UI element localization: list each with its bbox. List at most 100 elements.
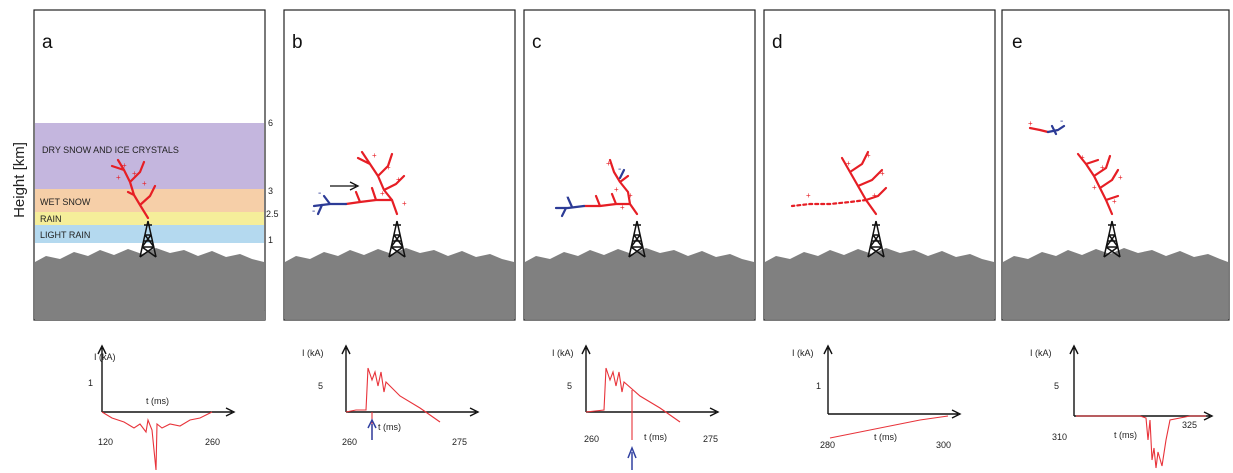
current-c-ytick: 5 [567, 381, 572, 391]
ground-e [1003, 248, 1228, 319]
ground-b [285, 248, 514, 319]
layer-wet-snow [35, 189, 264, 212]
height-tick-1: 1 [268, 235, 273, 245]
current-a-tend: 260 [205, 437, 220, 447]
ground-d [765, 248, 994, 319]
current-a-axes [97, 344, 236, 417]
panel-d-letter: d [772, 32, 783, 53]
leader-b-positive [344, 150, 406, 216]
svg-text:-: - [618, 164, 621, 175]
svg-text:+: + [880, 169, 885, 178]
current-c-tstart: 260 [584, 434, 599, 444]
current-a-ytick: 1 [88, 378, 93, 388]
layer-dry-snow-label: DRY SNOW AND ICE CRYSTALS [42, 145, 179, 155]
leader-e-detached-positive [1028, 126, 1050, 134]
current-d-tstart: 280 [820, 440, 835, 450]
height-tick-6: 6 [268, 118, 273, 128]
panel-b: b [283, 9, 516, 321]
svg-text:+: + [620, 203, 625, 212]
current-e-tstart: 310 [1052, 432, 1067, 442]
current-b-ytick: 5 [318, 381, 323, 391]
current-b-tstart: 260 [342, 437, 357, 447]
height-axis-label: Height [km] [11, 142, 28, 218]
current-a-ylabel: I (kA) [94, 352, 116, 362]
svg-text:+: + [1092, 183, 1097, 192]
leader-d-dashed [790, 198, 868, 208]
svg-text:+: + [846, 159, 851, 168]
current-e-xlabel: t (ms) [1114, 430, 1137, 440]
layer-rain-label: RAIN [40, 214, 62, 224]
current-c-axes [581, 344, 720, 417]
leader-d-positive [840, 150, 888, 216]
current-a-xlabel: t (ms) [146, 396, 169, 406]
current-d-tend: 300 [936, 440, 951, 450]
svg-text:+: + [872, 191, 877, 200]
svg-text:+: + [396, 175, 401, 184]
negative-charges: ----- [312, 116, 1063, 217]
svg-text:-: - [566, 192, 569, 203]
leader-e-positive [1076, 152, 1120, 216]
current-d-trace [829, 415, 949, 439]
panel-a-letter: a [42, 32, 53, 53]
leader-c-positive [582, 158, 639, 216]
current-b-tend: 275 [452, 437, 467, 447]
current-e-trace [1076, 415, 1206, 469]
svg-text:+: + [386, 163, 391, 172]
height-tick-2-5: 2.5 [266, 209, 279, 219]
ground-c [525, 248, 754, 319]
current-a-trace [101, 411, 213, 471]
ground-a-body [35, 262, 264, 319]
layer-light-rain [35, 225, 264, 243]
height-tick-3: 3 [268, 186, 273, 196]
panel-e: e [1001, 9, 1230, 321]
layer-rain [35, 212, 264, 225]
current-c-trace [585, 367, 681, 440]
svg-text:+: + [402, 199, 407, 208]
current-e-axes [1069, 344, 1214, 421]
panel-c: c [523, 9, 756, 321]
layer-light-rain-label: LIGHT RAIN [40, 230, 90, 240]
current-e-tend: 325 [1182, 420, 1197, 430]
current-a-tstart: 120 [98, 437, 113, 447]
current-plot-c: I (kA) 5 t (ms) 260 275 [552, 344, 720, 470]
current-e-ytick: 5 [1054, 381, 1059, 391]
svg-text:+: + [1100, 163, 1105, 172]
current-d-ylabel: I (kA) [792, 348, 814, 358]
current-b-ylabel: I (kA) [302, 348, 324, 358]
svg-text:-: - [312, 206, 315, 217]
leader-b-negative [312, 194, 348, 216]
svg-text:+: + [614, 185, 619, 194]
current-c-ylabel: I (kA) [552, 348, 574, 358]
panel-e-letter: e [1012, 32, 1023, 53]
panel-a: DRY SNOW AND ICE CRYSTALS WET SNOW RAIN … [33, 9, 279, 321]
current-plot-e: I (kA) 5 t (ms) 310 325 [1030, 344, 1214, 469]
svg-text:+: + [142, 179, 147, 188]
positive-charges: ++++ +++++ ++++ +++++ ++++++ [116, 119, 1123, 212]
svg-text:+: + [372, 151, 377, 160]
svg-text:+: + [606, 159, 611, 168]
current-e-ylabel: I (kA) [1030, 348, 1052, 358]
ground-a-ridge [35, 248, 264, 262]
svg-text:+: + [132, 169, 137, 178]
current-b-axes [341, 344, 480, 417]
current-b-xlabel: t (ms) [378, 422, 401, 432]
current-d-axes [823, 344, 962, 419]
svg-text:+: + [628, 191, 633, 200]
panel-d: d [763, 9, 996, 321]
layer-dry-snow [35, 123, 264, 189]
svg-text:+: + [1080, 153, 1085, 162]
leader-c-negative [554, 168, 626, 218]
propagation-arrow-b [330, 181, 360, 191]
svg-text:+: + [806, 191, 811, 200]
current-plot-d: I (kA) 1 t (ms) 280 300 [792, 344, 962, 450]
current-c-marker-arrow [627, 445, 637, 470]
svg-text:-: - [318, 188, 321, 199]
current-d-ytick: 1 [816, 381, 821, 391]
panel-b-letter: b [292, 32, 303, 53]
svg-text:+: + [380, 189, 385, 198]
current-b-marker-arrow [367, 418, 377, 440]
current-plot-b: I (kA) 5 t (ms) 260 275 [302, 344, 480, 447]
svg-text:+: + [122, 161, 127, 170]
current-c-tend: 275 [703, 434, 718, 444]
